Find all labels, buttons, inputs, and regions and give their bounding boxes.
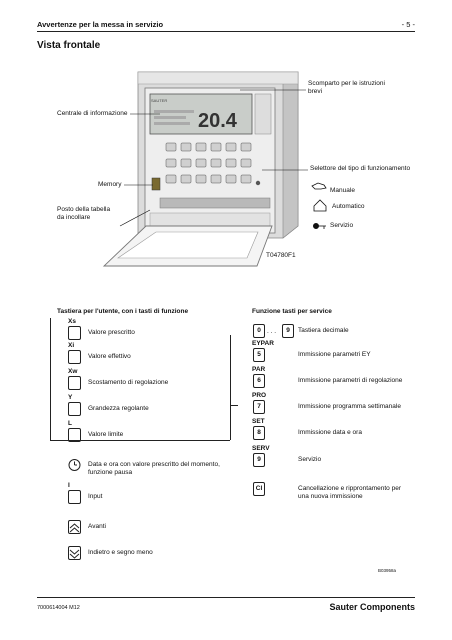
left-item-symbol: Xi: [68, 342, 75, 349]
left-item-symbol: Xw: [68, 368, 78, 375]
left-item-label: Grandezza regolante: [88, 405, 149, 412]
service-symbol: EYPAR: [252, 340, 274, 347]
left-item-label: Avanti: [88, 523, 106, 530]
lcd-display: [149, 93, 253, 135]
left-item-label: Valore effettivo: [88, 353, 131, 360]
left-item-symbol: L: [68, 420, 72, 427]
device-key: [165, 142, 177, 152]
hand-icon: [311, 182, 327, 190]
device-figure: SAUTER 20.4: [102, 71, 327, 267]
memory-card: [151, 177, 161, 191]
device-key: [240, 174, 252, 184]
service-symbol: PRO: [252, 392, 267, 399]
function-key: [68, 490, 81, 504]
left-bracket: [50, 318, 51, 440]
function-key: [68, 326, 81, 340]
callout-posto: Posto della tabella da incollare: [57, 206, 111, 221]
service-key: 0: [253, 324, 265, 338]
service-key: 5: [253, 348, 265, 362]
device-key: [225, 142, 237, 152]
clock-icon: [68, 458, 81, 472]
svg-text:SAUTER: SAUTER: [151, 98, 167, 103]
service-key: 9: [282, 324, 294, 338]
mode-label-manuale: Manuale: [330, 187, 355, 194]
left-item-label: Indietro e segno meno: [88, 549, 153, 556]
section-title: Vista frontale: [37, 40, 101, 51]
device-key: [195, 174, 207, 184]
service-symbol: SERV: [252, 445, 270, 452]
service-label: Servizio: [298, 456, 322, 463]
doc-number: 7000614004 M12: [37, 605, 80, 611]
function-key: [68, 376, 81, 390]
company-name: Sauter Components: [329, 602, 415, 612]
callout-memory: Memory: [98, 181, 122, 188]
device-key: [225, 174, 237, 184]
function-key: [68, 428, 81, 442]
page-number: - 5 -: [401, 20, 415, 29]
function-key: [68, 402, 81, 416]
down-icon: [68, 546, 81, 560]
device-key: [240, 142, 252, 152]
device-key: [195, 158, 207, 168]
key-icon: [312, 222, 319, 229]
header-rule: [37, 31, 415, 32]
service-key: 8: [253, 426, 265, 440]
callout-scomparto: Scomparto per le istruzioni brevi: [308, 80, 385, 95]
service-key: 7: [253, 400, 265, 414]
device-top: [137, 71, 299, 85]
left-item-label: Scostamento di regolazione: [88, 379, 169, 386]
small-code: B03958a: [378, 568, 397, 573]
key-range-dots: . . .: [267, 328, 277, 335]
service-symbol: PAR: [252, 366, 266, 373]
left-item-label: Data e ora con valore prescritto del mom…: [88, 461, 220, 476]
left-item-symbol: Y: [68, 394, 73, 401]
mode-selector: [255, 180, 261, 186]
service-key: Cl: [253, 482, 265, 496]
device-key: [240, 158, 252, 168]
service-key: 9: [253, 453, 265, 467]
device-side: [282, 71, 299, 239]
left-item-symbol: I: [68, 482, 70, 489]
service-label: Immissione parametri EY: [298, 351, 371, 358]
service-label: Immissione parametri di regolazione: [298, 377, 403, 384]
left-panel-title: Tastiera per l'utente, con i tasti di fu…: [57, 308, 189, 315]
service-label: Immissione data e ora: [298, 429, 362, 436]
device-key: [210, 158, 222, 168]
device-key: [210, 142, 222, 152]
device-key: [165, 174, 177, 184]
device-key: [195, 142, 207, 152]
left-item-label: Valore prescritto: [88, 329, 135, 336]
figure-code: T04780F1: [266, 252, 296, 259]
house-icon: [313, 199, 327, 212]
right-panel-title: Funzione tasti per service: [252, 308, 332, 315]
device-key: [165, 158, 177, 168]
device-key: [210, 174, 222, 184]
left-item-label: Valore limite: [88, 431, 124, 438]
mode-label-automatico: Automatico: [332, 203, 365, 210]
service-label: Cancellazione e ripprontamento per una n…: [298, 485, 401, 500]
lcd-value: 20.4: [198, 110, 238, 132]
left-item-symbol: Xs: [68, 318, 76, 325]
device-key: [180, 142, 192, 152]
service-label: Tastiera decimale: [298, 327, 349, 334]
callout-selettore: Selettore del tipo di funzionamento: [310, 165, 411, 172]
footer-rule: [37, 597, 415, 598]
service-symbol: SET: [252, 418, 265, 425]
device-key: [180, 174, 192, 184]
left-item-label: Input: [88, 493, 103, 500]
service-label: Immissione programma settimanale: [298, 403, 401, 410]
device-key: [225, 158, 237, 168]
service-key: 6: [253, 374, 265, 388]
device-key: [180, 158, 192, 168]
callout-centrale: Centrale di informazione: [57, 110, 128, 117]
mode-label-servizio: Servizio: [330, 222, 354, 229]
header-title: Avvertenze per la messa in servizio: [37, 20, 164, 29]
up-icon: [68, 520, 81, 534]
function-key: [68, 350, 81, 364]
